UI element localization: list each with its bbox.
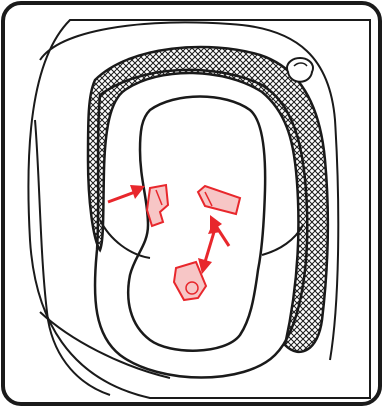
liner-pad <box>128 97 265 351</box>
shell-button <box>287 58 313 82</box>
